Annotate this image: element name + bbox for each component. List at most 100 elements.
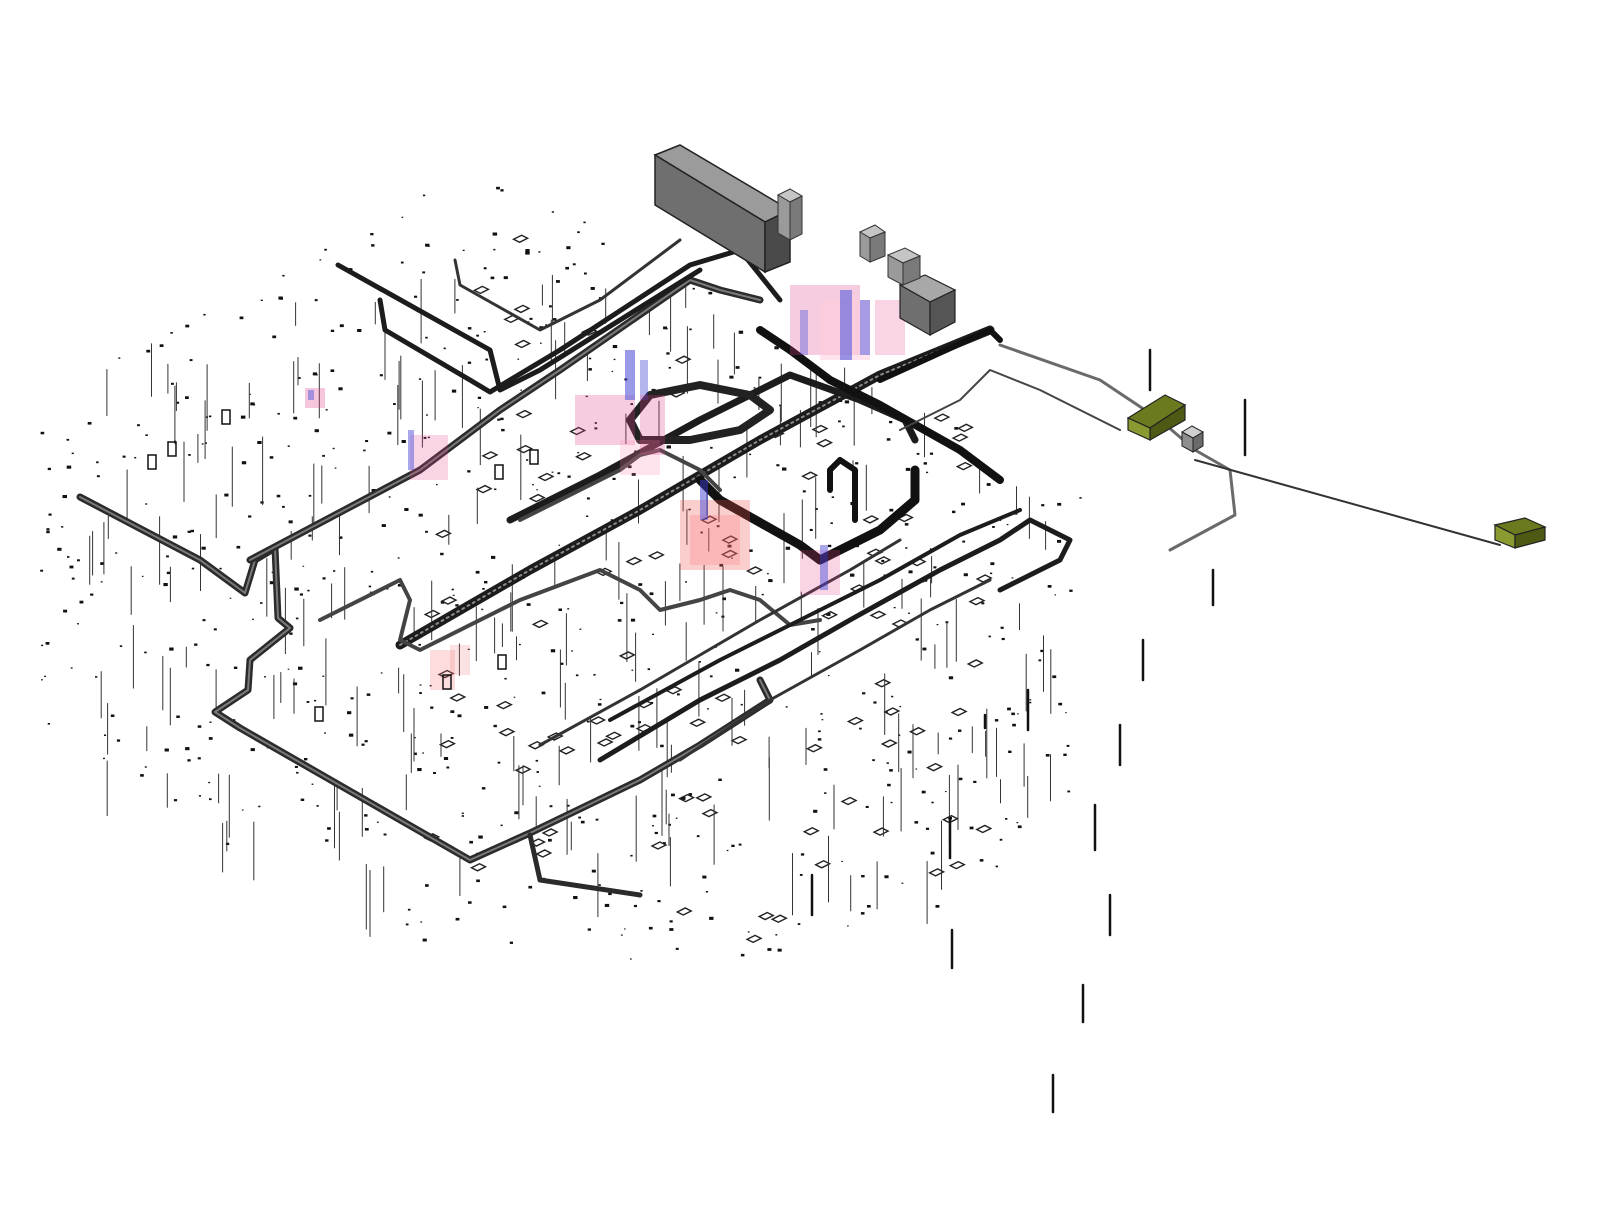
fixture-mark xyxy=(802,490,806,493)
fixture-mark xyxy=(700,531,703,534)
light-fixture xyxy=(801,471,819,480)
fixture-mark xyxy=(571,650,573,652)
fixture-mark xyxy=(551,471,554,473)
hanger-rods xyxy=(89,274,1052,937)
fixture-mark xyxy=(948,737,952,740)
fixture-mark xyxy=(306,701,310,703)
fixture-mark xyxy=(747,931,750,933)
fixture-mark xyxy=(219,567,222,570)
fixture-mark xyxy=(141,575,144,577)
cable-tray-central-diagonal-rungs xyxy=(399,329,991,646)
fixture-mark xyxy=(477,407,479,409)
fixture-mark xyxy=(907,750,912,754)
fixture-mark xyxy=(668,366,671,369)
fixture-mark xyxy=(492,232,498,236)
fixture-mark xyxy=(663,326,668,330)
fixture-mark xyxy=(624,928,626,930)
fixture-mark xyxy=(1067,790,1071,793)
fixture-mark xyxy=(299,593,303,596)
fixture-mark xyxy=(738,843,742,846)
fixture-mark xyxy=(66,438,70,441)
fixture-mark xyxy=(922,647,927,651)
fixture-mark xyxy=(314,699,317,702)
fixture-mark xyxy=(731,844,735,847)
light-fixture xyxy=(423,609,441,619)
fixture-mark xyxy=(232,719,236,721)
fixture-mark xyxy=(842,425,845,428)
fixture-mark xyxy=(1069,589,1073,592)
fixture-mark xyxy=(478,835,483,839)
light-fixture xyxy=(883,707,901,716)
fixture-mark xyxy=(929,548,932,550)
light-fixture xyxy=(531,619,549,629)
cable-tray-south-run-1 xyxy=(597,517,1073,763)
fixture-mark xyxy=(46,528,50,531)
fixture-mark xyxy=(1041,504,1045,507)
fixture-mark xyxy=(260,602,263,604)
fixture-mark xyxy=(357,329,362,332)
fixture-mark xyxy=(638,583,643,586)
fixture-mark xyxy=(990,562,995,566)
fixture-mark xyxy=(560,662,564,665)
fixture-mark xyxy=(799,874,803,876)
fixture-mark xyxy=(914,821,919,824)
fixture-mark xyxy=(1054,594,1056,596)
light-fixture xyxy=(805,743,823,753)
cable-tray-meander xyxy=(318,568,822,652)
fixture-mark xyxy=(841,860,843,862)
remote-units xyxy=(1126,394,1547,549)
cable-tray-west-loop-inner xyxy=(79,496,771,861)
fixture-mark xyxy=(185,747,190,751)
fixture-mark xyxy=(298,666,303,670)
fixture-mark xyxy=(422,194,426,197)
light-fixture xyxy=(966,659,984,668)
fixture-mark xyxy=(573,896,578,900)
fixture-mark xyxy=(365,440,369,443)
fixture-mark xyxy=(855,462,859,465)
fixture-mark xyxy=(425,530,428,533)
fixture-mark xyxy=(264,676,266,678)
light-fixture xyxy=(495,700,513,710)
fixture-mark xyxy=(425,884,429,887)
fixture-mark xyxy=(497,418,501,421)
fixture-mark xyxy=(476,334,479,337)
fixture-mark xyxy=(767,573,769,575)
fixture-mark xyxy=(483,267,487,270)
fixture-mark xyxy=(302,565,305,567)
fixture-mark xyxy=(282,505,285,508)
fixture-mark xyxy=(785,706,788,708)
fixture-mark xyxy=(535,759,539,762)
fixture-mark xyxy=(420,921,423,923)
fixture-mark xyxy=(525,249,530,252)
fixture-mark xyxy=(509,941,513,944)
fixture-mark xyxy=(144,651,147,654)
fixture-mark xyxy=(905,547,908,549)
fixture-mark xyxy=(282,274,285,277)
fixture-mark xyxy=(70,667,73,669)
fixture-mark xyxy=(71,452,74,455)
fixture-mark xyxy=(440,601,445,604)
fixture-mark xyxy=(958,777,963,781)
light-fixture xyxy=(618,651,636,660)
fixture-mark xyxy=(526,603,531,606)
light-fixture xyxy=(846,716,864,726)
fixture-mark xyxy=(649,592,654,596)
fixture-mark xyxy=(322,577,326,580)
fixture-mark xyxy=(201,546,206,550)
feeder-line-to-remote xyxy=(1194,459,1501,546)
light-fixture xyxy=(438,739,456,749)
fixture-mark xyxy=(749,549,753,552)
fixture-mark xyxy=(1045,754,1050,757)
fixture-mark xyxy=(945,791,947,793)
cable-tray-east-2 xyxy=(899,369,1121,431)
cable-tray-cross-se-2 xyxy=(756,326,1004,484)
fixture-mark xyxy=(995,865,998,868)
light-fixture xyxy=(675,907,693,916)
fixture-mark xyxy=(96,461,99,464)
fixture-mark xyxy=(172,535,178,539)
fixture-mark xyxy=(598,884,601,886)
fixture-mark xyxy=(233,666,238,669)
bracket-fixture xyxy=(314,706,324,722)
fixture-mark xyxy=(77,559,80,562)
light-fixture xyxy=(770,914,788,923)
